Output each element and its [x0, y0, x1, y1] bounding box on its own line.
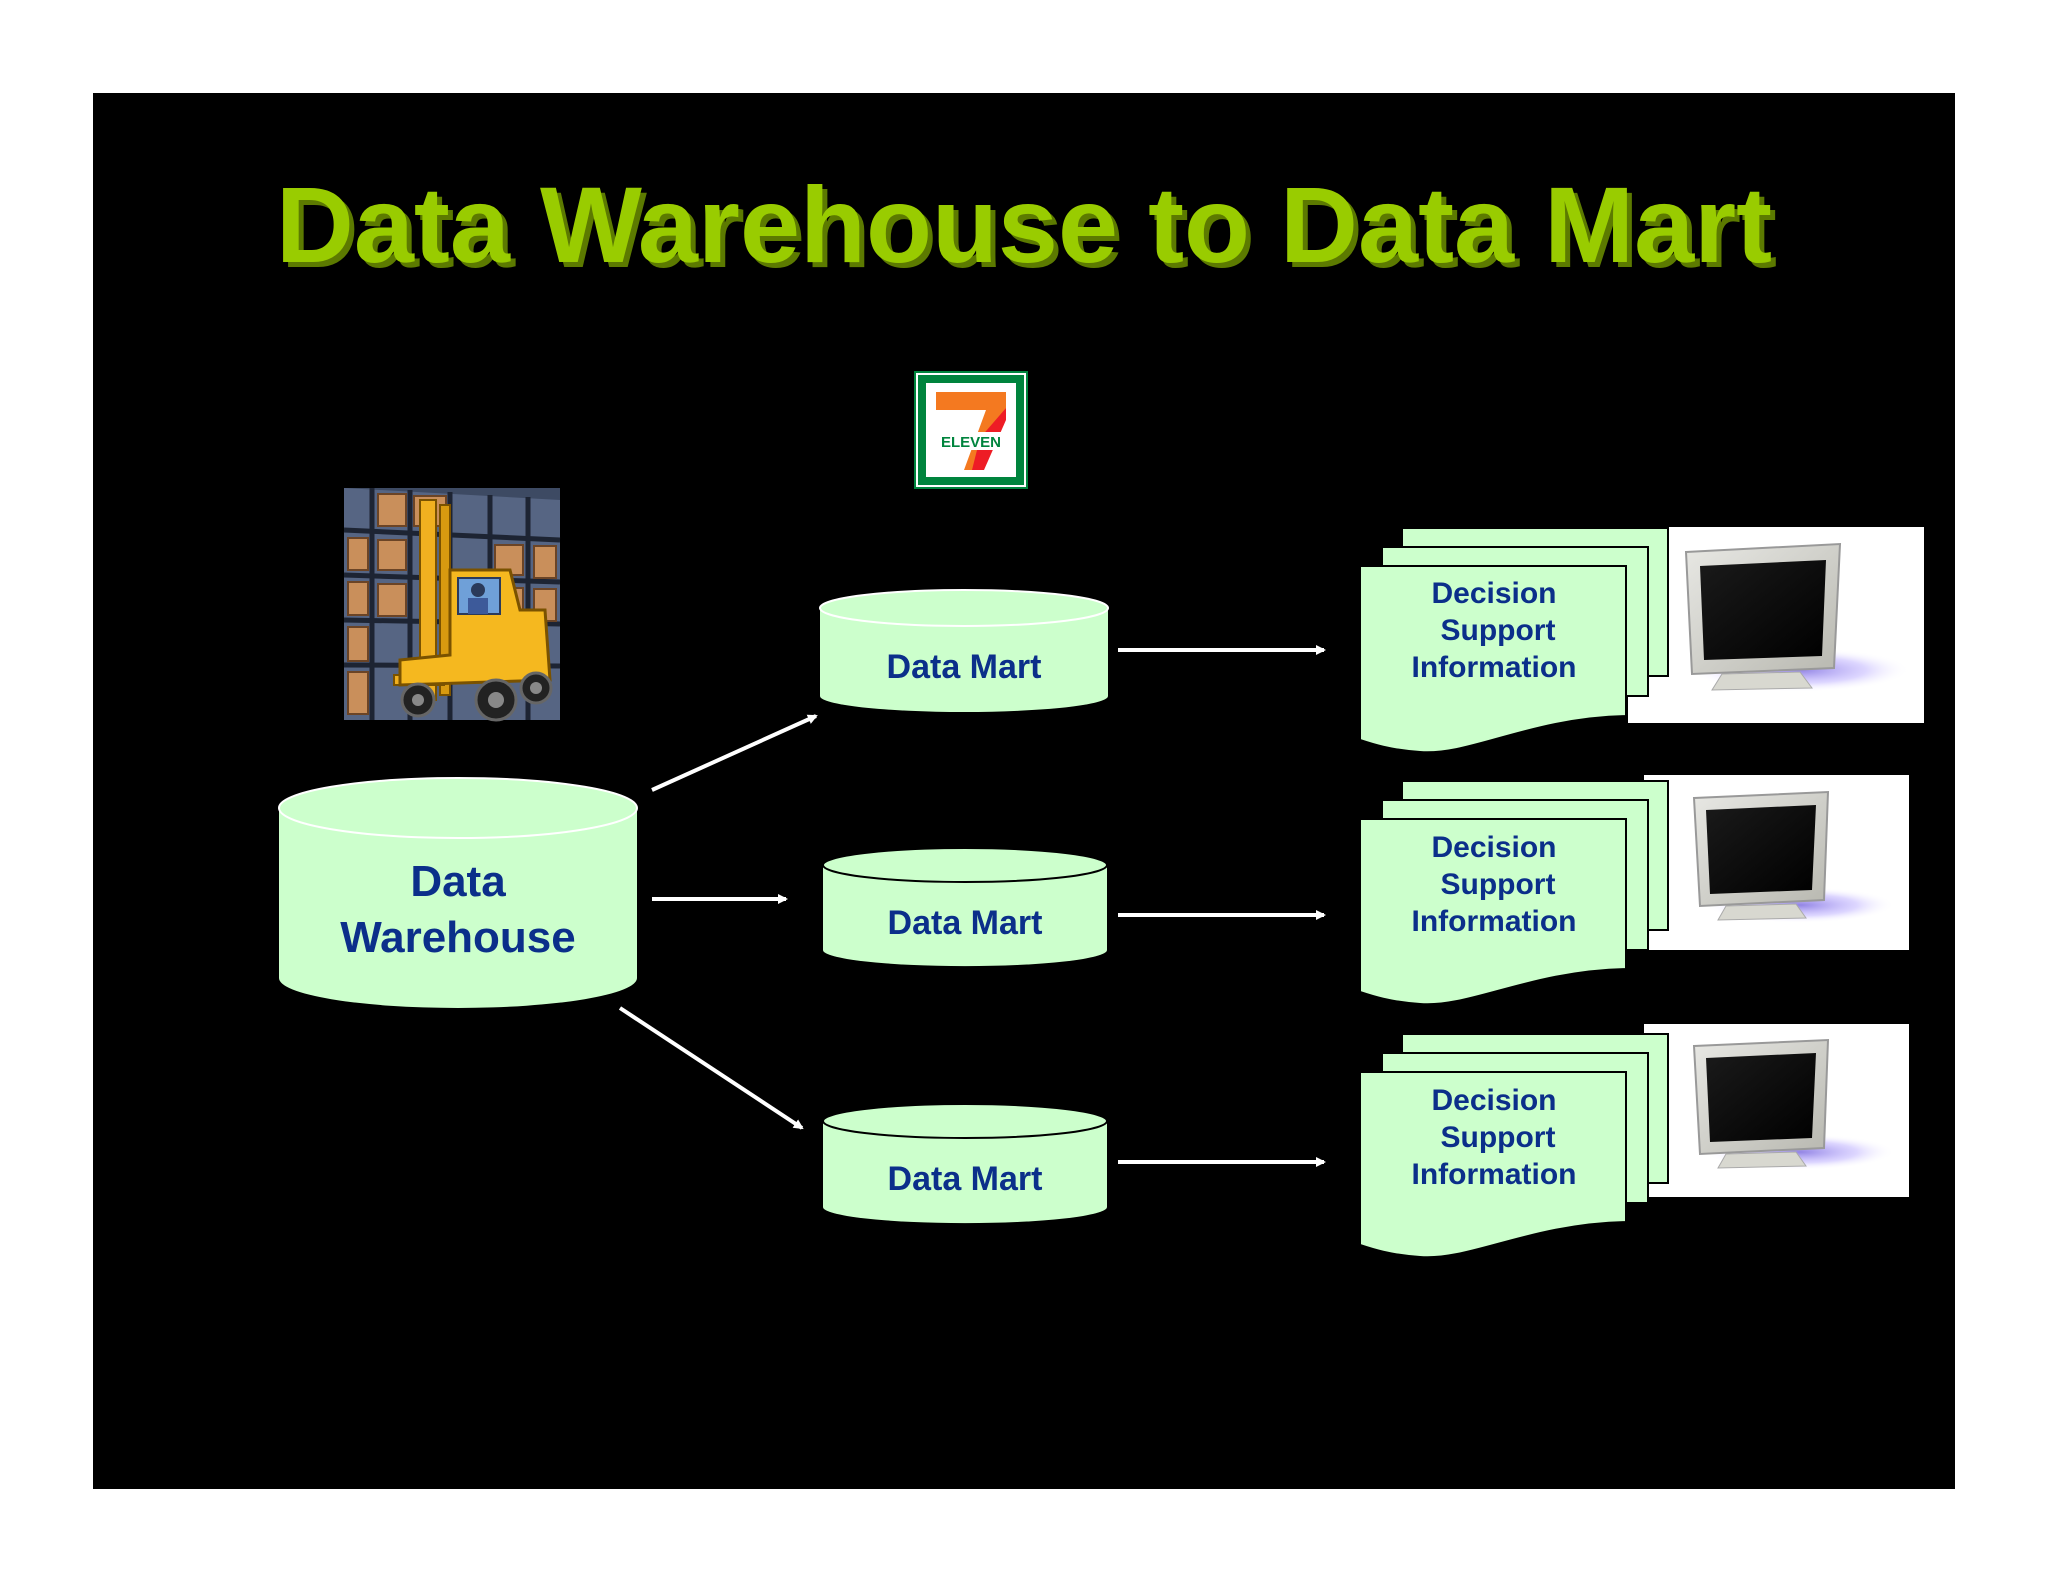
decision-support-document-stack-3: Decision Support Information — [1359, 1033, 1669, 1259]
computer-monitor-icon — [1644, 1024, 1909, 1197]
arrow-warehouse-to-mart-1 — [651, 714, 818, 792]
decision-label-line2: Support — [1441, 868, 1556, 901]
decision-support-document-stack-1: Decision Support Information — [1359, 527, 1669, 754]
data-mart-label: Data Mart — [888, 1160, 1043, 1198]
data-mart-cylinder-2: Data Mart — [822, 847, 1108, 967]
warehouse-label-line2: Warehouse — [340, 913, 576, 962]
data-mart-label: Data Mart — [888, 904, 1043, 942]
decision-label-line3: Information — [1412, 905, 1577, 938]
flow-arrows — [618, 645, 1326, 1167]
data-mart-label: Data Mart — [887, 648, 1042, 686]
decision-label-line1: Decision — [1431, 1084, 1556, 1117]
slide-title: Data Warehouse to Data Mart — [275, 164, 1773, 285]
decision-label-line3: Information — [1412, 1158, 1577, 1191]
computer-monitor-icon — [1628, 527, 1924, 723]
warehouse-label-line1: Data — [410, 857, 506, 906]
decision-support-document-stack-2: Decision Support Information — [1359, 780, 1669, 1006]
decision-label-line3: Information — [1412, 651, 1577, 684]
decision-label-line2: Support — [1441, 1121, 1556, 1154]
data-warehouse-cylinder: Data Warehouse — [278, 777, 638, 1008]
seven-eleven-logo: ELEVEN — [914, 371, 1028, 489]
logo-eleven-text: ELEVEN — [941, 434, 1001, 451]
computer-monitor-icon — [1644, 775, 1909, 950]
data-mart-cylinder-3: Data Mart — [822, 1103, 1108, 1224]
arrow-warehouse-to-mart-3 — [618, 1006, 804, 1130]
decision-label-line2: Support — [1441, 614, 1556, 647]
forklift-warehouse-icon — [343, 488, 561, 722]
data-mart-cylinder-1: Data Mart — [819, 589, 1109, 712]
decision-label-line1: Decision — [1431, 831, 1556, 864]
decision-label-line1: Decision — [1431, 577, 1556, 610]
